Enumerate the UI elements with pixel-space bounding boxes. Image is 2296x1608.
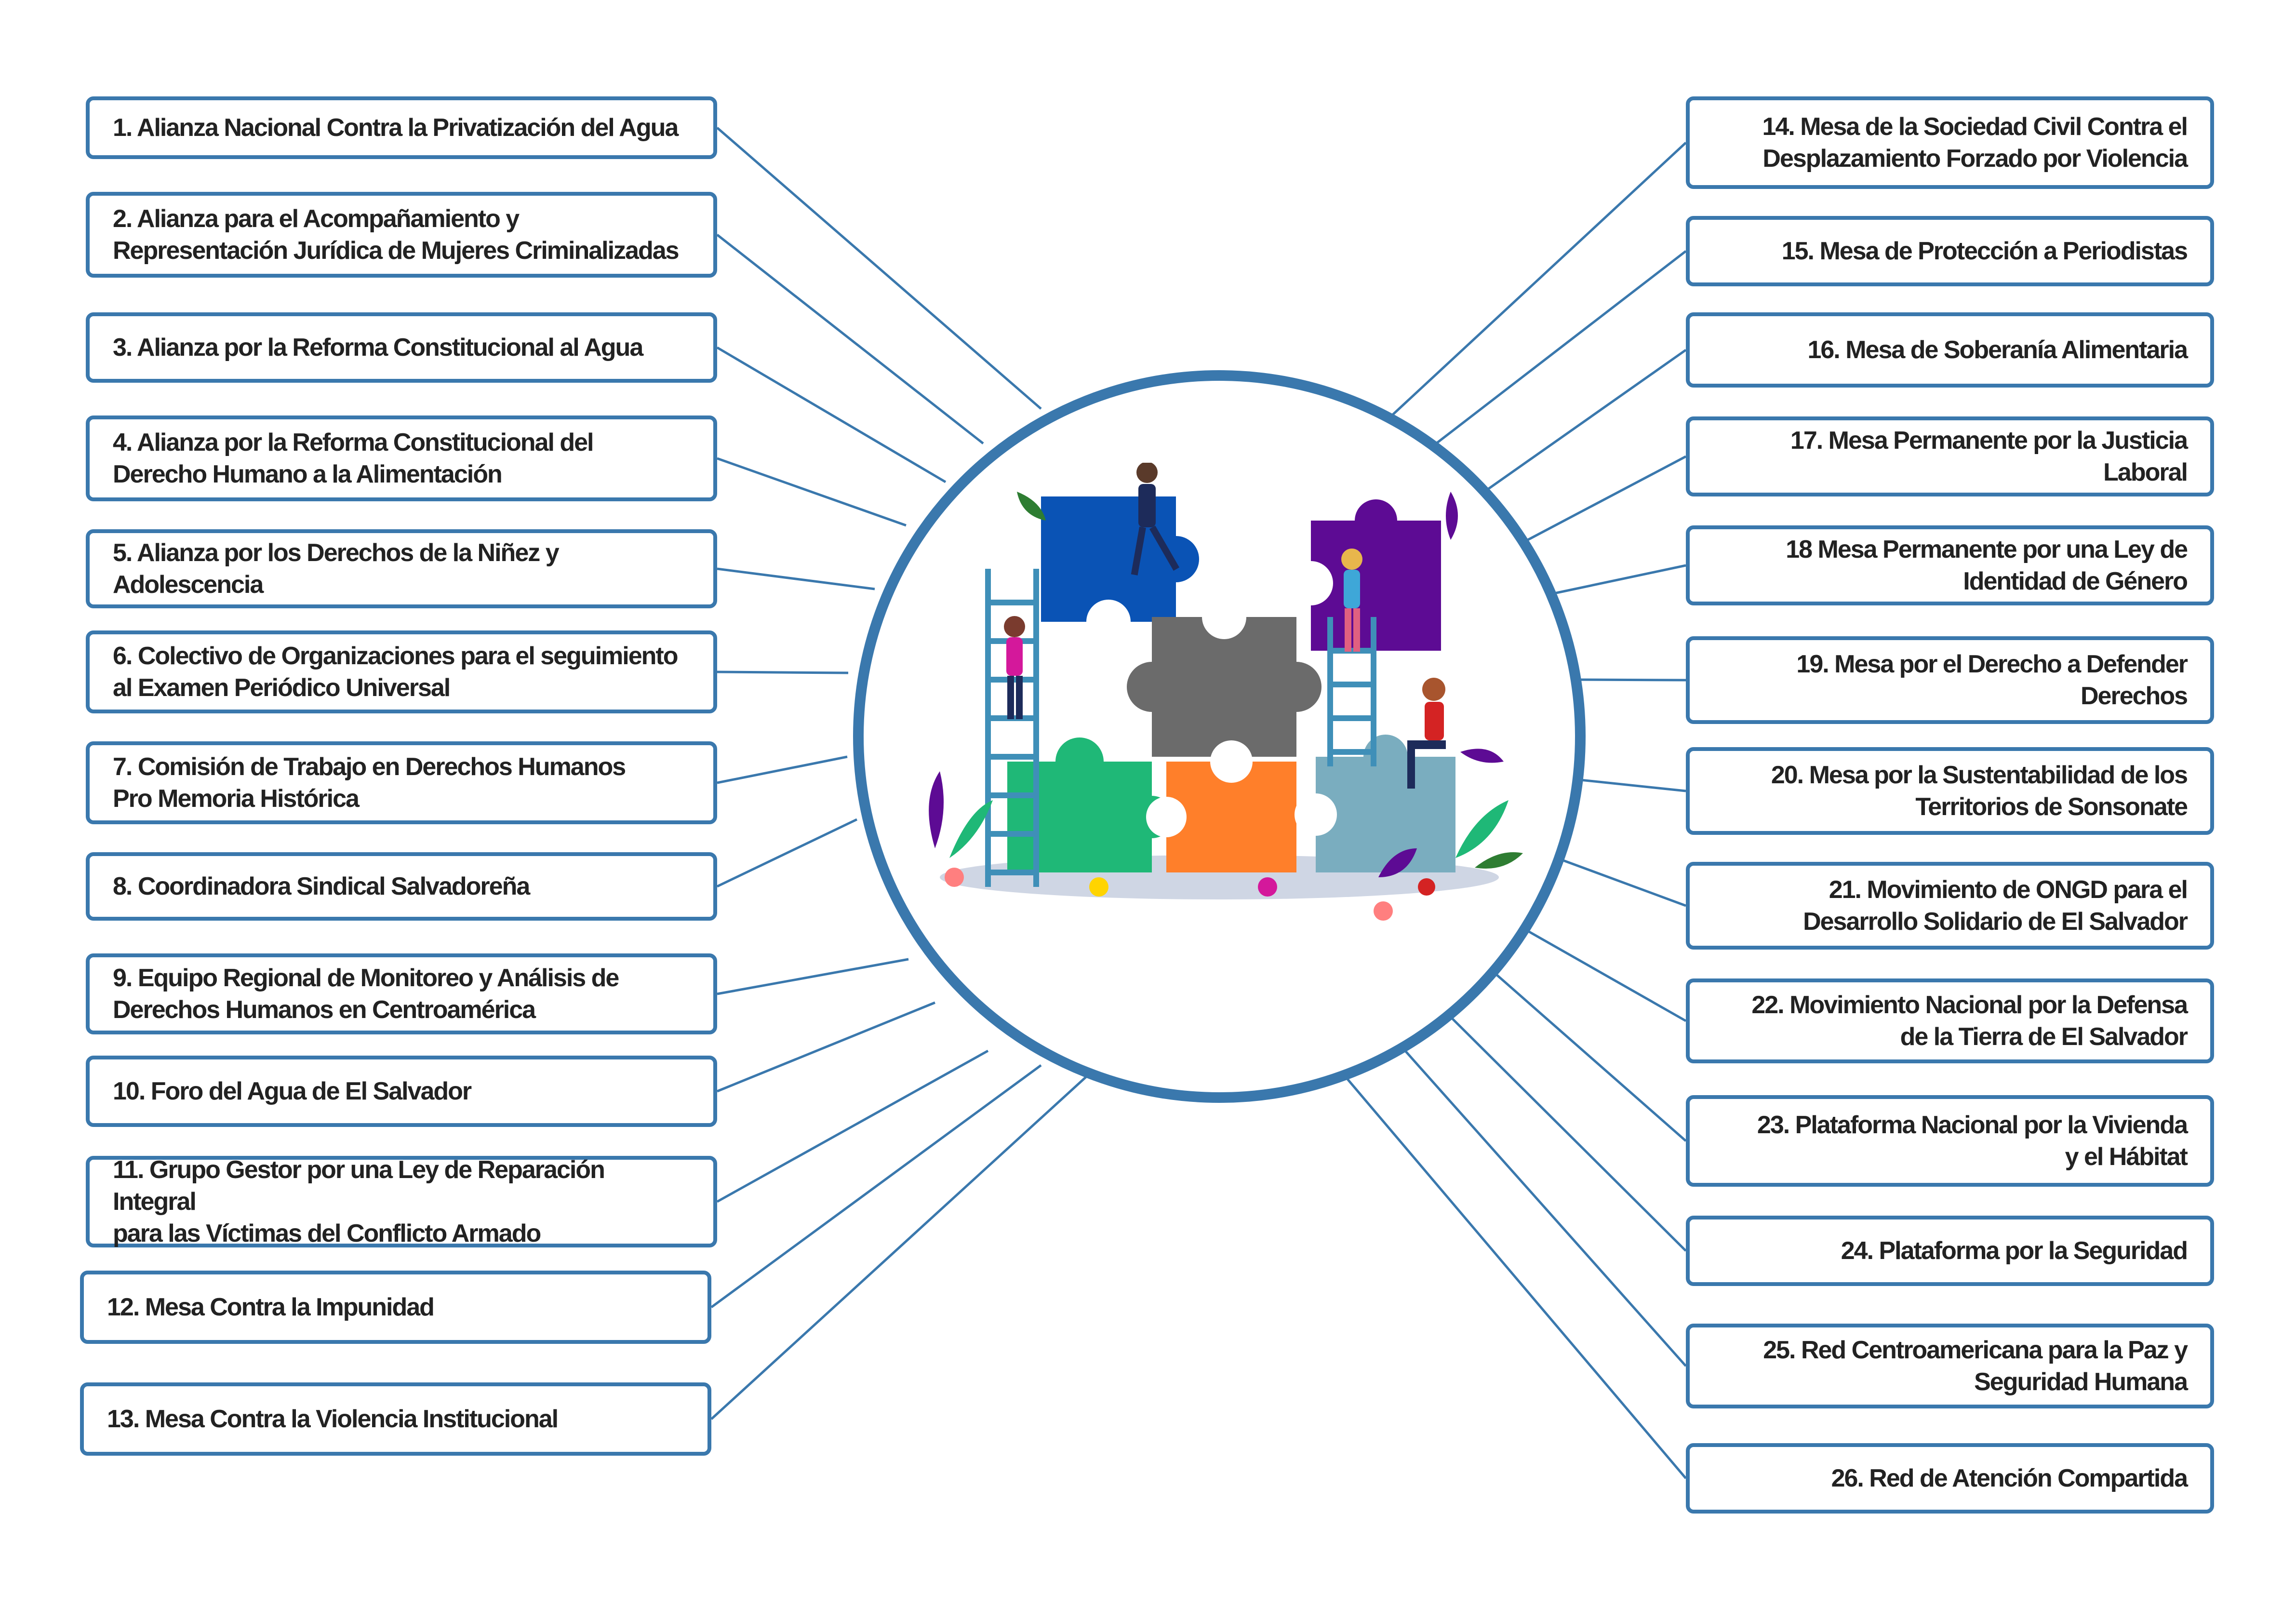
left-item-box: 5. Alianza por los Derechos de la Niñez … — [86, 529, 717, 608]
organization-label: 21. Movimiento de ONGD para el Desarroll… — [1803, 876, 2188, 936]
right-item-box: 14. Mesa de la Sociedad Civil Contra el … — [1686, 96, 2214, 189]
connector-line — [1527, 455, 1687, 541]
connector-line — [716, 127, 1042, 410]
organization-label: 18 Mesa Permanente por una Ley de Identi… — [1786, 536, 2188, 595]
connector-line — [717, 1001, 935, 1093]
right-item-box: 16. Mesa de Soberanía Alimentaria — [1686, 312, 2214, 388]
connector-line — [1551, 564, 1686, 595]
connector-line — [1571, 777, 1686, 792]
ladder-right — [1327, 617, 1376, 766]
left-item-box: 8. Coordinadora Sindical Salvadoreña — [86, 852, 717, 921]
right-item-box: 24. Plataforma por la Seguridad — [1686, 1216, 2214, 1286]
connector-line — [710, 1064, 1100, 1420]
connector-line — [716, 346, 947, 483]
left-item-box: 12. Mesa Contra la Impunidad — [80, 1271, 711, 1344]
right-item-box: 18 Mesa Permanente por una Ley de Identi… — [1686, 525, 2214, 605]
organization-label: 20. Mesa por la Sustentabilidad de los T… — [1771, 761, 2188, 821]
plant-decoration — [929, 492, 1523, 921]
organization-label: 3. Alianza por la Reforma Constitucional… — [113, 334, 643, 362]
right-item-box: 22. Movimiento Nacional por la Defensa d… — [1686, 978, 2214, 1063]
organization-label: 12. Mesa Contra la Impunidad — [107, 1293, 435, 1321]
connector-line — [716, 1049, 989, 1203]
connector-line — [716, 234, 984, 444]
connector-line — [1483, 963, 1687, 1142]
organization-label: 8. Coordinadora Sindical Salvadoreña — [113, 872, 530, 900]
connector-line — [1517, 924, 1687, 1022]
connector-line — [1392, 142, 1687, 415]
right-item-box: 20. Mesa por la Sustentabilidad de los T… — [1686, 747, 2214, 835]
organization-label: 17. Mesa Permanente por la Justicia Labo… — [1790, 427, 2188, 486]
connector-line — [717, 755, 848, 784]
puzzle-piece-green — [1007, 737, 1173, 872]
puzzle-illustration — [929, 463, 1523, 921]
left-item-box: 13. Mesa Contra la Violencia Institucion… — [80, 1382, 711, 1456]
connector-line — [1440, 1006, 1687, 1252]
right-item-box: 23. Plataforma Nacional por la Vivienda … — [1686, 1095, 2214, 1187]
ladder-left — [985, 569, 1039, 887]
person-on-right-ladder — [1341, 549, 1362, 652]
left-item-box: 2. Alianza para el Acompañamiento y Repr… — [86, 192, 717, 278]
organization-label: 15. Mesa de Protección a Periodistas — [1781, 237, 2188, 265]
connector-line — [717, 958, 909, 995]
organization-label: 14. Mesa de la Sociedad Civil Contra el … — [1762, 113, 2188, 173]
left-item-box: 3. Alianza por la Reforma Constitucional… — [86, 312, 717, 383]
left-item-box: 1. Alianza Nacional Contra la Privatizac… — [86, 96, 717, 159]
connector-line — [717, 670, 849, 674]
right-item-box: 25. Red Centroamericana para la Paz y Se… — [1686, 1324, 2214, 1408]
organization-label: 1. Alianza Nacional Contra la Privatizac… — [113, 114, 679, 142]
person-on-left-ladder — [1004, 616, 1025, 719]
organization-label: 7. Comisión de Trabajo en Derechos Human… — [113, 753, 626, 813]
organization-label: 22. Movimiento Nacional por la Defensa d… — [1751, 991, 2188, 1051]
organization-label: 25. Red Centroamericana para la Paz y Se… — [1763, 1336, 2188, 1396]
connector-line — [1387, 1031, 1687, 1367]
organization-label: 16. Mesa de Soberanía Alimentaria — [1807, 336, 2188, 364]
connector-line — [1483, 348, 1687, 493]
connector-line — [1435, 250, 1687, 444]
organization-label: 13. Mesa Contra la Violencia Institucion… — [107, 1405, 559, 1433]
person-walking-top — [1131, 463, 1180, 576]
organization-label: 19. Mesa por el Derecho a Defender Derec… — [1796, 650, 2188, 710]
puzzle-piece-gray — [1127, 595, 1322, 757]
connector-line — [717, 457, 907, 527]
connector-line — [717, 567, 875, 590]
organization-label: 9. Equipo Regional de Monitoreo y Anális… — [113, 964, 619, 1024]
organization-label: 26. Red de Atención Compartida — [1831, 1464, 2188, 1492]
left-item-box: 7. Comisión de Trabajo en Derechos Human… — [86, 741, 717, 824]
organization-label: 4. Alianza por la Reforma Constitucional… — [113, 429, 594, 488]
right-item-box: 19. Mesa por el Derecho a Defender Derec… — [1686, 636, 2214, 724]
connector-line — [1339, 1069, 1687, 1479]
left-item-box: 4. Alianza por la Reforma Constitucional… — [86, 415, 717, 501]
organization-label: 2. Alianza para el Acompañamiento y Repr… — [113, 205, 680, 265]
organization-label: 24. Plataforma por la Seguridad — [1841, 1237, 2188, 1265]
right-item-box: 26. Red de Atención Compartida — [1686, 1443, 2214, 1514]
organization-label: 23. Plataforma Nacional por la Vivienda … — [1757, 1111, 2188, 1171]
organization-label: 6. Colectivo de Organizaciones para el s… — [113, 642, 678, 702]
left-item-box: 6. Colectivo de Organizaciones para el s… — [86, 630, 717, 713]
puzzle-piece-orange — [1146, 740, 1296, 872]
puzzle-piece-lightblue — [1295, 735, 1455, 872]
puzzle-piece-purple — [1289, 499, 1441, 651]
connector-line — [710, 1064, 1042, 1309]
connector-line — [1556, 857, 1686, 907]
organization-label: 10. Foro del Agua de El Salvador — [113, 1077, 472, 1105]
connector-line — [716, 818, 858, 888]
left-item-box: 11. Grupo Gestor por una Ley de Reparaci… — [86, 1156, 717, 1247]
right-item-box: 17. Mesa Permanente por la Justicia Labo… — [1686, 416, 2214, 496]
organization-label: 11. Grupo Gestor por una Ley de Reparaci… — [113, 1156, 605, 1247]
right-item-box: 21. Movimiento de ONGD para el Desarroll… — [1686, 862, 2214, 950]
person-sitting-right — [1407, 678, 1446, 789]
left-item-box: 9. Equipo Regional de Monitoreo y Anális… — [86, 953, 717, 1034]
left-item-box: 10. Foro del Agua de El Salvador — [86, 1056, 717, 1127]
right-item-box: 15. Mesa de Protección a Periodistas — [1686, 216, 2214, 286]
organization-label: 5. Alianza por los Derechos de la Niñez … — [113, 539, 560, 599]
